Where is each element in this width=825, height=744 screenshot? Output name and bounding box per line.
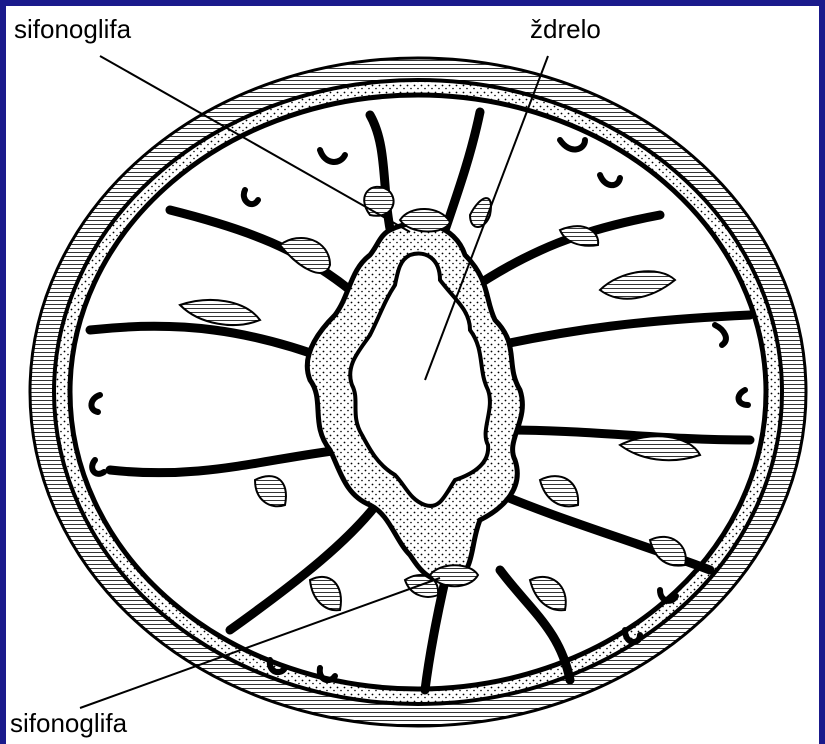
label-sifonoglifa-top: sifonoglifa — [14, 16, 131, 42]
label-sifonoglifa-bottom: sifonoglifa — [10, 710, 127, 736]
label-zdrelo: ždrelo — [530, 16, 601, 42]
